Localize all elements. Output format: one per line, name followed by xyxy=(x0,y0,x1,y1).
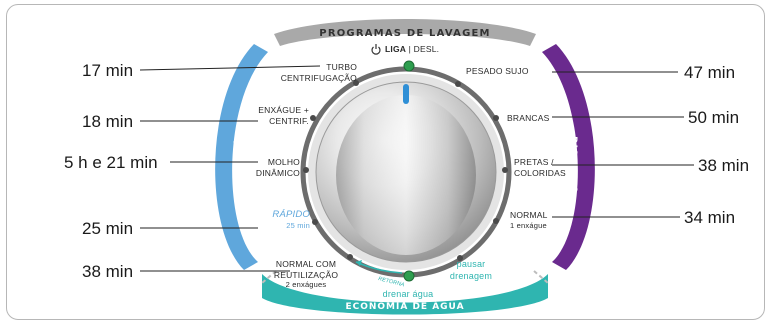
callout-enxague-time: 18 min xyxy=(82,112,134,131)
power-icon xyxy=(371,44,381,55)
callout-molho-time: 5 h e 21 min xyxy=(64,153,158,172)
retorna-label: RETORNA xyxy=(378,276,406,288)
power-off-label: DESL. xyxy=(413,44,440,54)
callout-brancas-time: 50 min xyxy=(688,108,740,127)
liga-indicator xyxy=(403,60,415,72)
header-band xyxy=(274,19,536,46)
power-label: LIGA | DESL. xyxy=(385,44,440,54)
callout-reuse-time: 38 min xyxy=(82,262,134,281)
economia-band xyxy=(262,274,548,315)
header-band-label: PROGRAMAS DE LAVAGEM xyxy=(319,28,490,39)
dia-a-dia-band xyxy=(542,44,595,270)
program-brancas: BRANCAS xyxy=(507,113,550,123)
program-dots xyxy=(303,80,508,261)
especial-band xyxy=(215,44,268,270)
economia-band-label: ECONOMIA DE ÁGUA xyxy=(345,300,464,312)
dial-pointer xyxy=(403,84,409,104)
callout-normal-time: 34 min xyxy=(684,208,736,227)
power-on-label: LIGA xyxy=(385,44,407,54)
callout-rapido-time: 25 min xyxy=(82,219,134,238)
program-enxague: ENXÁGUE +CENTRIF. xyxy=(258,105,309,126)
panel-frame xyxy=(6,4,765,320)
callout-pesado-time: 47 min xyxy=(684,63,736,82)
program-drenar: drenar água xyxy=(382,289,434,299)
program-pesado: PESADO SUJO xyxy=(466,66,529,76)
callout-turbo-time: 17 min xyxy=(82,61,134,80)
callout-lines xyxy=(139,65,694,272)
drenar-indicator xyxy=(403,270,415,282)
callout-pretas-time: 38 min xyxy=(698,156,750,175)
especial-band-label: ESPECIAL xyxy=(233,137,243,193)
program-pretas: PRETAS /COLORIDAS xyxy=(514,157,566,178)
